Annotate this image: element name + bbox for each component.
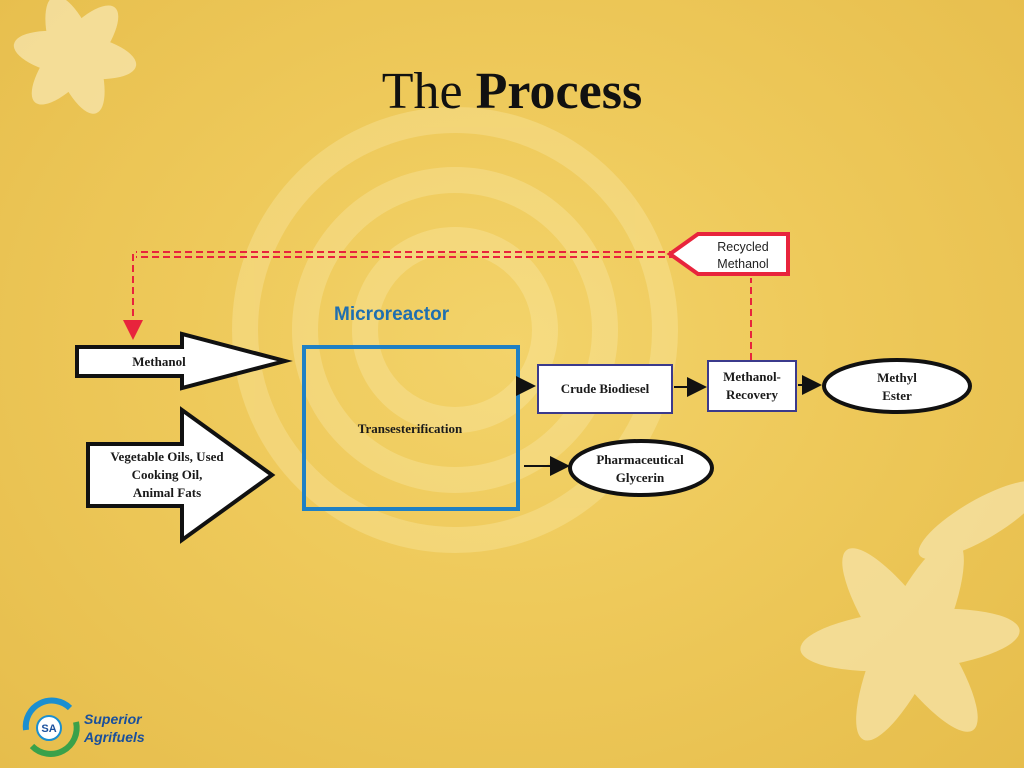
methanol-input-label: Methanol [132,354,186,369]
microreactor-label: Microreactor [334,304,450,325]
methanol-input-arrow [75,331,293,391]
methanol-recovery-box [707,360,797,412]
title-bold: Process [475,63,643,120]
title-regular: The [381,63,463,120]
microreactor-box [302,345,520,511]
flower-decoration-bottom-right [800,480,1024,741]
superior-agrifuels-logo: SA [22,697,80,757]
methanol-recovery-label: Methanol- Recovery [708,368,796,404]
transesterification-label: Transesterification [357,421,463,436]
logo-line-1: Superior [84,711,142,727]
recycled-methanol-label: Recycled Methanol [700,239,786,273]
recovery-line-1: Methanol- [723,369,781,384]
flower-decoration-top-left [13,0,137,114]
oils-input-label: Vegetable Oils, Used Cooking Oil, Animal… [92,448,242,502]
methyl-ester-label: Methyl Ester [847,369,947,405]
recycled-line-1: Recycled [717,240,769,254]
glycerin-line-1: Pharmaceutical [596,452,684,467]
oils-line-2: Cooking Oil, [131,467,203,482]
ester-line-2: Ester [882,388,912,403]
oils-input-arrow [86,406,276,544]
recycled-line-2: Methanol [717,257,769,271]
ester-line-1: Methyl [877,370,917,385]
recycled-methanol-shape [666,232,790,276]
logo-line-2: Agrifuels [84,729,145,745]
crude-biodiesel-label: Crude Biodiesel [560,381,650,396]
crude-biodiesel-box [537,364,673,414]
oils-line-1: Vegetable Oils, Used [110,449,224,464]
glycerin-line-2: Glycerin [615,470,665,485]
recycle-loop-line [123,251,752,360]
oils-line-3: Animal Fats [132,485,202,500]
slide-title: The Process [0,62,1024,121]
glycerin-ellipse [568,439,714,497]
recovery-line-2: Recovery [726,387,778,402]
methyl-ester-ellipse [822,358,972,414]
glycerin-label: Pharmaceutical Glycerin [580,451,700,487]
logo-text: Superior Agrifuels [84,710,145,746]
logo-monogram: SA [41,723,56,735]
